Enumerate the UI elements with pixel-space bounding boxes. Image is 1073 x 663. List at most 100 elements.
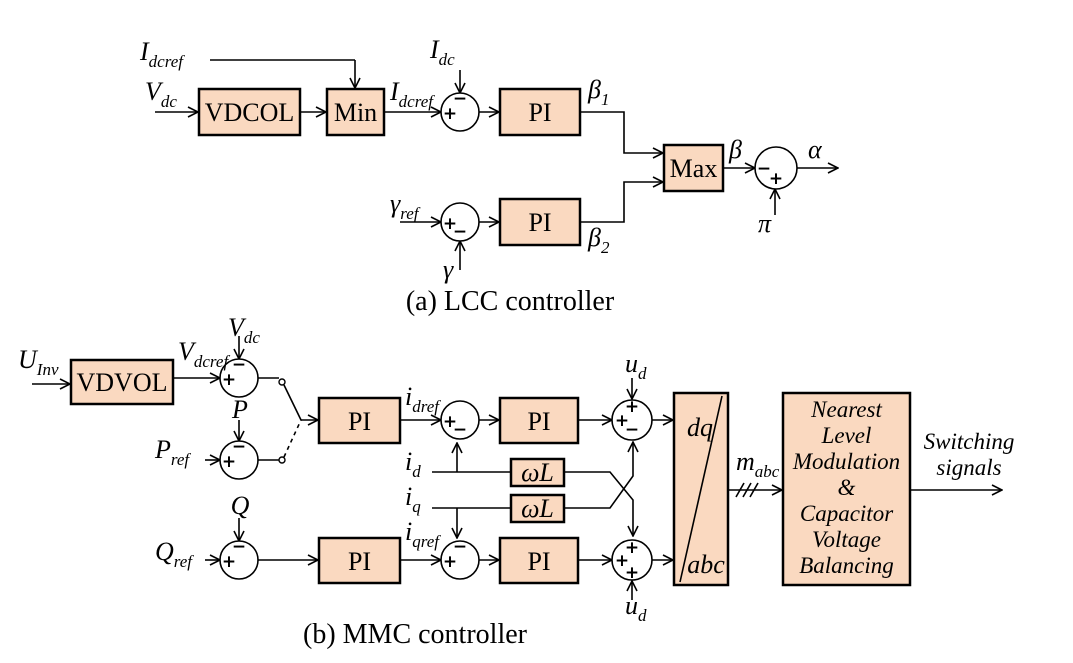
svg-text:+: + <box>615 551 629 571</box>
pi1-to-max-arrow <box>580 111 663 153</box>
idc-label: Idc <box>429 35 455 69</box>
sum-junction-q: + − <box>219 537 259 580</box>
omega-l-block-bottom <box>509 493 566 524</box>
pi-constant-label: π <box>758 209 772 238</box>
vdvol-label: VDVOL <box>77 368 168 397</box>
qref-label: Qref <box>155 537 194 571</box>
svg-text:+: + <box>769 169 783 189</box>
pi2-to-max-arrow <box>580 182 663 223</box>
svg-text:+: + <box>625 538 639 558</box>
vdvol-block <box>69 358 175 406</box>
beta2-label: β2 <box>587 223 610 257</box>
svg-text:+: + <box>222 370 236 390</box>
switching-signals-label-1: Switching <box>924 429 1015 454</box>
pi-label-outer-q: PI <box>348 547 371 576</box>
sum-junction-vdc: + − <box>219 355 259 398</box>
pi-block-outer-d <box>317 396 402 445</box>
omega-l-block-top <box>509 457 566 488</box>
switch-contact-bottom <box>278 456 286 464</box>
switch-contact-top <box>278 378 286 386</box>
svg-text:−: − <box>232 437 246 457</box>
svg-text:−: − <box>232 537 246 557</box>
svg-text:+: + <box>625 397 639 417</box>
ud-bottom-label: ud <box>625 591 647 625</box>
sum-junction-iq: + − <box>440 537 480 580</box>
mabc-label: mabc <box>736 447 780 481</box>
nlm-line-5: Capacitor <box>800 501 894 526</box>
idcref-mid-label: Idcref <box>389 77 435 111</box>
q-label: Q <box>231 491 250 520</box>
sum-junction-gamma: + − <box>440 202 480 242</box>
mmc-caption: (b) MMC controller <box>303 619 528 650</box>
pref-label: Pref <box>154 435 191 469</box>
pi-label-lcc-current: PI <box>528 98 551 127</box>
iqref-label: iqref <box>405 517 441 551</box>
nlm-line-3: Modulation <box>792 449 900 474</box>
pi-label-outer-d: PI <box>348 407 371 436</box>
sum-junction-p: + − <box>219 437 259 480</box>
nlm-line-4: & <box>838 475 856 500</box>
svg-text:+: + <box>615 411 629 431</box>
mmc-vdc-label: Vdc <box>228 313 260 347</box>
vdcref-label: Vdcref <box>178 337 230 371</box>
nlm-line-7: Balancing <box>799 553 894 578</box>
iq-label: iq <box>405 482 421 516</box>
beta1-label: β1 <box>587 75 609 109</box>
wl-bottom-to-dsum-arrow <box>564 442 633 509</box>
pi-block-lcc-current <box>498 87 582 137</box>
dq-label: dq <box>687 413 713 442</box>
svg-text:+: + <box>443 104 457 124</box>
svg-text:−: − <box>757 159 771 179</box>
svg-text:−: − <box>453 537 467 557</box>
vdc-input-label: Vdc <box>145 77 177 111</box>
min-block <box>325 87 386 137</box>
vdcol-label: VDCOL <box>205 98 295 127</box>
three-phase-marks <box>735 482 759 498</box>
nlm-line-1: Nearest <box>810 397 882 422</box>
svg-text:+: + <box>222 452 236 472</box>
sum-junction-idc: + − <box>440 89 480 132</box>
vdcol-block <box>197 87 302 137</box>
lcc-controller: VDCOL Min PI PI Max + − + − − + Idcref V… <box>139 35 838 317</box>
idref-label: idref <box>405 382 441 416</box>
idcref-input-label: Idcref <box>139 37 185 71</box>
gamma-label: γ <box>443 255 454 284</box>
svg-text:−: − <box>453 420 467 440</box>
svg-text:+: + <box>443 412 457 432</box>
id-label: id <box>405 447 421 481</box>
uinv-label: UInv <box>18 345 59 379</box>
pi-block-lcc-gamma <box>498 197 582 247</box>
ud-top-label: ud <box>625 349 647 383</box>
sum-junction-ud-d: + + − <box>611 397 653 441</box>
svg-text:−: − <box>232 355 246 375</box>
max-block <box>662 143 725 193</box>
lcc-caption: (a) LCC controller <box>406 286 615 317</box>
max-label: Max <box>670 154 718 183</box>
beta-label: β <box>728 135 742 164</box>
pi-label-lcc-gamma: PI <box>528 208 551 237</box>
svg-text:−: − <box>453 89 467 109</box>
svg-text:+: + <box>222 552 236 572</box>
wl-top-to-qsum-arrow <box>564 471 633 536</box>
nlm-block <box>781 391 912 587</box>
pi-block-inner-d <box>498 396 580 445</box>
svg-text:−: − <box>625 420 639 440</box>
svg-text:−: − <box>453 222 467 242</box>
p-label: P <box>231 395 248 424</box>
switch-lever <box>283 384 302 421</box>
nlm-line-2: Level <box>821 423 872 448</box>
switching-signals-label-2: signals <box>936 455 1001 480</box>
svg-text:+: + <box>625 563 639 583</box>
pi-label-inner-q: PI <box>527 547 550 576</box>
switch-lever-alt <box>283 419 302 458</box>
min-label: Min <box>334 98 377 127</box>
omega-l-label-top: ωL <box>521 458 554 487</box>
omega-l-label-bottom: ωL <box>521 494 554 523</box>
sum-junction-ud-q: + + + <box>611 538 653 583</box>
abc-label: abc <box>687 550 725 579</box>
alpha-label: α <box>808 135 823 164</box>
sum-junction-alpha: − + <box>754 146 798 190</box>
nlm-block-text: Nearest Level Modulation & Capacitor Vol… <box>792 397 900 578</box>
svg-text:+: + <box>443 552 457 572</box>
